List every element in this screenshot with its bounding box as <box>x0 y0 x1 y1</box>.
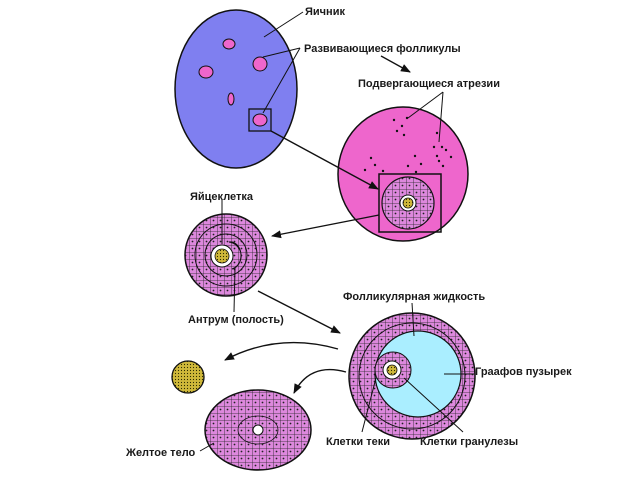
secondary-follicle <box>184 213 268 297</box>
arrow-secondary-to-graafian <box>257 290 341 334</box>
label-oocyte: Яйцеклетка <box>190 191 254 203</box>
arrow-to-corpus-luteum <box>293 368 347 394</box>
label-antrum: Антрум (полость) <box>188 314 284 326</box>
label-follicular-fluid: Фолликулярная жидкость <box>343 291 485 303</box>
developing-follicle <box>227 92 235 106</box>
arrow-follicles-to-atresia <box>380 55 411 73</box>
developing-follicle <box>198 65 214 79</box>
arrows <box>224 55 411 394</box>
arrow-magnified-to-secondary <box>271 214 380 239</box>
arrow-ovary-to-magnified <box>270 130 379 190</box>
developing-follicle <box>252 56 268 72</box>
ovary-magnified <box>337 106 469 242</box>
ovary <box>174 9 298 169</box>
arrow-ovulation <box>224 341 339 361</box>
label-theca-cells: Клетки теки <box>326 436 390 448</box>
label-corpus-luteum: Желтое тело <box>125 447 196 459</box>
developing-follicle <box>252 113 268 127</box>
corpus-luteum <box>204 389 312 471</box>
zoom-box-large <box>378 173 442 233</box>
atretic-follicle-dots <box>363 116 453 174</box>
label-atresia: Подвергающиеся атрезии <box>358 78 500 90</box>
label-graafian-follicle: Граафов пузырек <box>475 366 572 378</box>
label-developing-follicles: Развивающиеся фолликулы <box>304 43 461 55</box>
released-oocyte <box>171 360 205 394</box>
graafian-follicle <box>348 312 476 440</box>
antrum-cavity <box>228 241 242 270</box>
developing-follicle <box>222 38 236 50</box>
label-ovary: Яичник <box>305 6 345 18</box>
zoom-box-small <box>248 108 272 132</box>
label-granulosa-cells: Клетки гранулезы <box>420 436 518 448</box>
leader-lines <box>199 11 474 452</box>
